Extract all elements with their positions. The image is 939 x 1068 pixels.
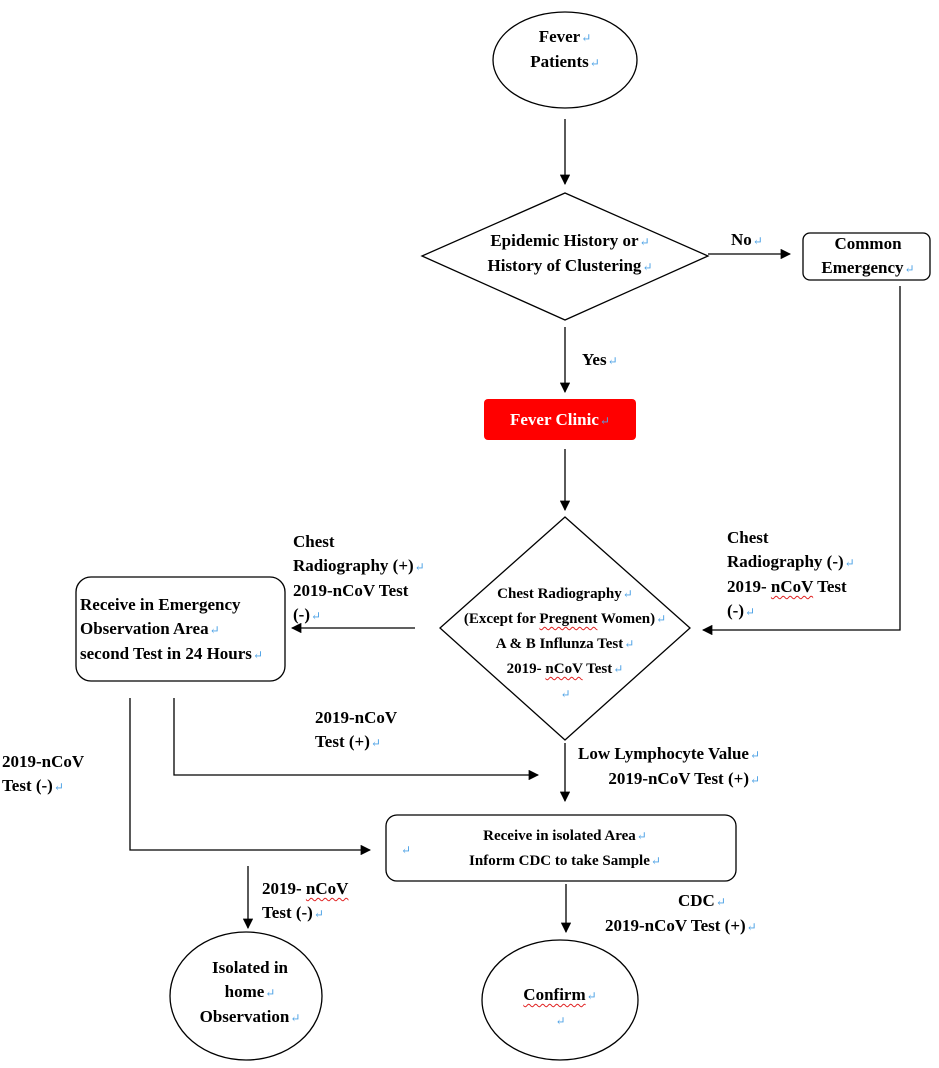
return-mark-icon: ↵ [599, 414, 610, 428]
edge-label-ncov-negative-left: 2019-nCoV Test (-)↵ [2, 752, 85, 795]
return-mark-icon: ↵ [209, 623, 220, 637]
return-mark-icon: ↵ [290, 1011, 301, 1025]
confirm-shape [481, 939, 639, 1061]
arrow-observation-negative-to-isolated [129, 698, 372, 856]
fever-patients-label: Fever↵ Patients↵ [530, 27, 600, 71]
return-mark-icon: ↵ [636, 829, 647, 843]
return-mark-icon: ↵ [642, 260, 653, 274]
return-mark-icon: ↵ [715, 895, 726, 909]
edge-label-low-lymphocyte: Low Lymphocyte Value↵ 2019-nCoV Test (+)… [578, 744, 761, 788]
home-observation-shape [169, 931, 323, 1061]
return-mark-icon: ↵ [555, 1014, 566, 1028]
return-mark-icon: ↵ [844, 556, 855, 570]
return-mark-icon: ↵ [414, 560, 425, 574]
return-mark-icon: ↵ [749, 773, 761, 787]
edge-label-no: No↵ [731, 230, 763, 249]
return-mark-icon: ↵ [613, 662, 624, 676]
return-mark-icon: ↵ [581, 31, 592, 45]
edge-label-ncov-positive-left: 2019-nCoV Test (+)↵ [315, 708, 398, 751]
edge-label-chest-positive: Chest Radiography (+)↵ 2019-nCoV Test (-… [293, 532, 425, 624]
return-mark-icon: ↵ [560, 687, 571, 701]
arrow-common-to-chest [701, 286, 901, 636]
return-mark-icon: ↵ [650, 854, 661, 868]
edge-label-yes: Yes↵ [582, 350, 618, 369]
emergency-observation-shape [75, 576, 286, 682]
emergency-observation-label: Receive in Emergency Observation Area↵ s… [80, 595, 263, 663]
return-mark-icon: ↵ [401, 843, 412, 857]
edge-label-ncov-negative-home: 2019- nCoV Test (-)↵ [262, 879, 349, 922]
return-mark-icon: ↵ [589, 56, 600, 70]
arrow-observation-positive-to-isolated [173, 698, 540, 781]
return-mark-icon: ↵ [752, 234, 763, 248]
edge-label-cdc-positive: CDC↵ 2019-nCoV Test (+)↵ [605, 891, 757, 935]
common-emergency-shape [802, 232, 931, 281]
common-emergency-label: Common Emergency↵ [821, 234, 915, 277]
confirm-label: Confirm↵ ↵ [523, 985, 597, 1028]
return-mark-icon: ↵ [252, 648, 263, 662]
return-mark-icon: ↵ [622, 587, 633, 601]
chest-radiography-decision-shape [439, 516, 691, 741]
return-mark-icon: ↵ [310, 609, 322, 623]
edge-label-chest-negative: Chest Radiography (-)↵ 2019- nCoV Test (… [727, 528, 855, 620]
return-mark-icon: ↵ [656, 612, 667, 626]
isolated-area-label: Receive in isolated Area↵ Inform CDC to … [469, 828, 661, 869]
fever-clinic-shape [484, 399, 636, 440]
chest-radiography-label: Chest Radiography↵ (Except for Pregnent … [463, 586, 667, 701]
return-mark-icon: ↵ [370, 736, 381, 750]
epidemic-history-decision-shape [420, 192, 710, 321]
return-mark-icon: ↵ [313, 907, 324, 921]
return-mark-icon: ↵ [586, 989, 597, 1003]
fever-clinic-label: Fever Clinic↵ [510, 410, 610, 429]
return-mark-icon: ↵ [746, 920, 757, 934]
return-mark-icon: ↵ [904, 262, 915, 276]
return-mark-icon: ↵ [749, 748, 761, 762]
fever-patients-shape [492, 11, 638, 109]
return-mark-icon: ↵ [53, 780, 64, 794]
return-mark-icon: ↵ [607, 354, 618, 368]
home-observation-label: Isolated in home↵ Observation↵ [199, 958, 301, 1026]
epidemic-history-label: Epidemic History or↵ History of Clusteri… [487, 231, 653, 275]
isolated-area-shape [385, 814, 737, 882]
return-mark-icon: ↵ [639, 235, 650, 249]
return-mark-icon: ↵ [265, 986, 276, 1000]
return-mark-icon: ↵ [624, 637, 635, 651]
return-mark-icon: ↵ [744, 605, 756, 619]
